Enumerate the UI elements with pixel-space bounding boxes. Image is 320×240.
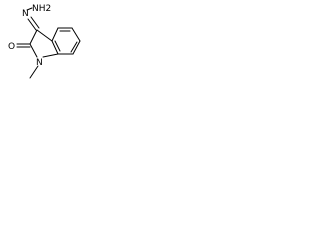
atom-label-hydrazone-n: N: [22, 9, 29, 19]
atom-label-carbonyl-o: O: [8, 42, 15, 52]
bond-b3-b4: [72, 40, 81, 55]
benzene-ring: [51, 27, 81, 55]
bond-c3-n-double-b: [30, 16, 40, 29]
pyrrolidone-ring: [29, 29, 59, 58]
bond-b2-b3: [71, 27, 81, 42]
bond-c3-n-double-a: [27, 18, 37, 31]
bond-inner-2: [70, 41, 78, 53]
molecule-svg: N NH2 O N: [8, 4, 81, 79]
structure-diagram: N NH2 O N: [0, 0, 93, 93]
bond-n-methyl: [29, 65, 39, 79]
carbonyl-bonds: [16, 43, 31, 48]
hydrazone-bonds: [26, 7, 40, 31]
bond-n-nh2: [26, 7, 33, 11]
bond-n1-c7a: [42, 53, 59, 58]
bond-c2-n1: [29, 43, 38, 58]
atom-label-ring-n: N: [36, 58, 43, 68]
bond-inner-3: [54, 40, 61, 52]
bond-c3-c2: [29, 29, 38, 45]
atom-label-nh2: NH2: [32, 4, 51, 14]
bond-b5-b6: [51, 40, 59, 55]
bond-c3-c3a: [36, 29, 53, 42]
bond-b6-b1: [51, 27, 59, 42]
